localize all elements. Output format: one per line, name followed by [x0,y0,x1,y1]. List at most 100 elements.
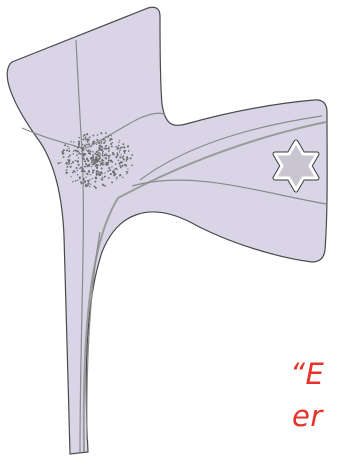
stipple-dot [71,141,72,142]
stipple-dot [108,147,110,149]
stipple-dot [96,170,98,172]
stipple-dot [87,184,89,186]
stipple-dot [102,153,103,154]
stipple-dot [68,148,69,149]
stipple-dot [101,168,103,170]
stipple-dot [97,161,98,162]
stipple-dot [63,156,65,158]
caption-line-2: er [292,402,323,431]
stipple-dot [73,150,75,152]
stipple-dot [83,182,84,183]
stipple-dot [94,152,96,154]
stipple-dot [131,164,133,166]
stipple-dot [92,171,94,173]
stipple-dot [96,167,98,169]
stipple-dot [105,140,106,141]
stipple-dot [65,172,67,174]
stipple-dot [122,147,123,148]
stipple-dot [112,161,114,163]
stipple-dot [92,157,94,159]
stipple-dot [68,150,70,152]
stipple-dot [86,177,87,178]
stipple-dot [110,143,112,145]
stipple-dot [83,168,84,169]
stipple-dot [66,169,68,171]
stipple-dot [102,184,104,186]
stipple-dot [108,149,110,151]
stipple-dot [93,141,95,143]
stipple-dot [86,133,88,135]
stipple-dot [92,142,94,144]
stipple-dot [92,162,93,163]
stipple-dot [76,154,78,156]
stipple-dot [107,136,109,138]
stipple-dot [88,165,90,167]
stipple-dot [88,150,90,152]
stipple-dot [92,164,94,166]
stipple-dot [91,161,92,162]
stipple-dot [107,170,109,172]
stipple-dot [62,153,64,155]
stipple-dot [96,159,98,161]
stipple-dot [96,173,98,175]
stipple-dot [111,166,112,167]
stipple-dot [85,184,87,186]
stipple-dot [88,149,89,150]
stipple-dot [103,160,104,161]
stipple-dot [93,159,95,161]
main-outline [7,7,327,454]
stipple-dot [119,156,121,158]
stipple-dot [97,150,98,151]
stipple-dot [119,151,121,153]
stipple-dot [126,173,127,174]
stipple-dot [99,147,100,148]
stipple-dot [127,145,129,147]
stipple-dot [105,146,106,147]
stipple-dot [96,164,98,166]
stipple-dot [111,138,113,140]
stipple-dot [105,164,107,166]
stipple-dot [119,140,120,141]
stipple-dot [78,143,80,145]
stipple-dot [119,174,121,176]
stipple-dot [83,170,85,172]
stipple-dot [113,174,115,176]
stipple-dot [108,155,110,157]
stipple-dot [126,159,128,161]
stipple-dot [90,184,91,185]
stipple-dot [104,172,105,173]
stipple-dot [116,153,118,155]
stipple-dot [104,154,106,156]
stipple-dot [95,181,97,183]
stipple-dot [101,178,103,180]
stipple-dot [108,167,110,169]
stipple-dot [90,146,91,147]
stipple-dot [88,143,90,145]
stipple-dot [120,166,122,168]
stipple-dot [113,153,115,155]
stipple-dot [74,146,75,147]
stipple-dot [73,170,75,172]
stipple-dot [78,164,80,166]
stipple-dot [116,178,117,179]
stipple-dot [105,132,107,134]
stipple-dot [93,186,95,188]
stipple-dot [82,158,84,160]
stipple-dot [72,172,73,173]
stipple-dot [104,176,106,178]
stipple-dot [127,171,129,173]
stipple-dot [72,181,73,182]
stipple-dot [89,186,90,187]
stipple-dot [108,159,110,161]
stipple-dot [69,159,71,161]
stipple-dot [124,164,126,166]
stipple-dot [92,178,93,179]
stipple-dot [105,162,107,164]
stipple-dot [85,136,87,138]
stipple-dot [124,150,126,152]
stipple-dot [82,144,83,145]
stipple-dot [122,161,123,162]
stipple-dot [81,183,83,185]
stipple-dot [118,160,119,161]
